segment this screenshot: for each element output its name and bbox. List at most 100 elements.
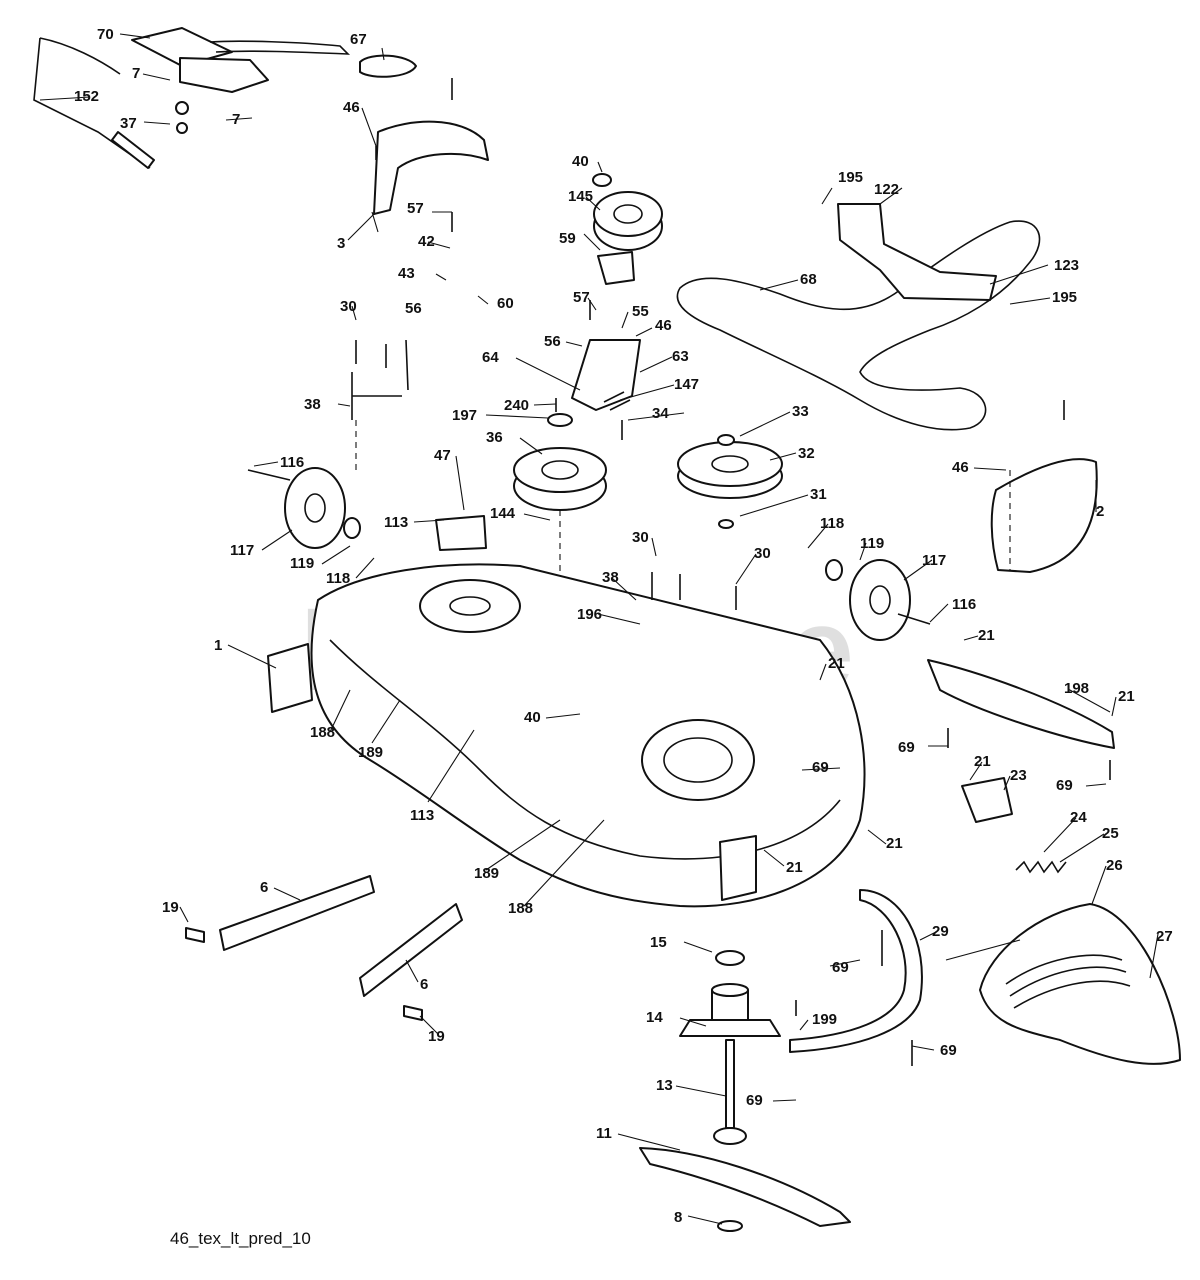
spindle-housing-14: [679, 983, 781, 1037]
callout-label: 24: [1070, 809, 1087, 826]
callout-label: 19: [162, 899, 179, 916]
callout-label: 119: [860, 535, 884, 552]
callout-label: 15: [650, 934, 667, 951]
callout-label: 197: [452, 407, 477, 424]
drive-pulley-36: [513, 413, 607, 511]
callout-label: 60: [497, 295, 514, 312]
belt-cover-2: [990, 458, 1098, 573]
callout-label: 40: [572, 153, 589, 170]
callout-label: 119: [290, 555, 314, 572]
callout-label: 198: [1064, 680, 1089, 697]
callout-label: 57: [407, 200, 424, 217]
callout-label: 69: [898, 739, 915, 756]
callout-label: 69: [832, 959, 849, 976]
callout-label: 6: [260, 879, 268, 896]
callout-label: 23: [1010, 767, 1027, 784]
callout-label: 195: [838, 169, 863, 186]
callout-label: 13: [656, 1077, 673, 1094]
callout-label: 7: [132, 65, 140, 82]
gauge-wheel-117-left: [247, 467, 361, 549]
callout-label: 40: [524, 709, 541, 726]
callout-label: 189: [358, 744, 383, 761]
callout-label: 113: [410, 807, 434, 824]
deck-stabilizer-199: [789, 889, 923, 1053]
idler-pulley-145: [592, 173, 663, 251]
mower-deck-1: [267, 563, 866, 908]
callout-label: 69: [940, 1042, 957, 1059]
callout-label: 38: [602, 569, 619, 586]
callout-label: 188: [310, 724, 335, 741]
callout-label: 55: [632, 303, 649, 320]
callout-label: 7: [232, 111, 240, 128]
callout-label: 26: [1106, 857, 1123, 874]
callout-label: 195: [1052, 289, 1077, 306]
bearing-15: [715, 950, 745, 966]
callout-label: 199: [812, 1011, 837, 1028]
callout-label: 145: [568, 188, 593, 205]
callout-label: 116: [280, 454, 304, 471]
callout-label: 25: [1102, 825, 1119, 842]
callout-label: 14: [646, 1009, 663, 1026]
callout-label: 117: [230, 542, 254, 559]
callout-label: 59: [559, 230, 576, 247]
callout-label: 37: [120, 115, 137, 132]
callout-label: 19: [428, 1028, 445, 1045]
callout-label: 8: [674, 1209, 682, 1226]
callout-label: 69: [746, 1092, 763, 1109]
callout-label: 152: [74, 88, 99, 105]
callout-label: 2: [1096, 503, 1104, 520]
callout-label: 117: [922, 552, 946, 569]
spindle-shaft-13: [725, 1039, 735, 1129]
callout-label: 240: [504, 397, 529, 414]
callout-label: 6: [420, 976, 428, 993]
callout-label: 57: [573, 289, 590, 306]
gauge-wheel-117-right: [825, 559, 931, 641]
callout-label: 21: [786, 859, 803, 876]
callout-label: 196: [577, 606, 602, 623]
callout-label: 21: [1118, 688, 1135, 705]
hanger-bracket-6-lower: [359, 903, 463, 997]
callout-label: 67: [350, 31, 367, 48]
callout-label: 70: [97, 26, 114, 43]
callout-label: 21: [974, 753, 991, 770]
callout-label: 188: [508, 900, 533, 917]
mower-blade-11: [639, 1147, 851, 1227]
callout-label: 68: [800, 271, 817, 288]
callout-label: 34: [652, 405, 669, 422]
callout-label: 118: [326, 570, 350, 587]
lift-handle-assembly: [33, 27, 417, 169]
fasteners: [355, 78, 1111, 1066]
callout-label: 42: [418, 233, 435, 250]
callout-label: 31: [810, 486, 827, 503]
callout-label: 69: [1056, 777, 1073, 794]
callout-label: 21: [978, 627, 995, 644]
blade-bolt-8: [717, 1220, 743, 1232]
callout-label: 30: [632, 529, 649, 546]
callout-label: 43: [398, 265, 415, 282]
belt-guide-122: [837, 203, 997, 301]
belt-shield-part-3: [373, 120, 489, 215]
idler-bracket-59: [597, 251, 635, 285]
callout-label: 30: [754, 545, 771, 562]
callout-label: 113: [384, 514, 408, 531]
callout-label: 1: [214, 637, 222, 654]
callout-label: 38: [304, 396, 321, 413]
callout-label: 36: [486, 429, 503, 446]
callout-label: 21: [886, 835, 903, 852]
callout-label: 46: [952, 459, 969, 476]
callout-label: 63: [672, 348, 689, 365]
idler-arm-63: [571, 339, 641, 411]
callout-labels: 70 67 7 152 37 7 46 3 40 145 195 122 57 …: [74, 26, 1173, 1226]
callout-label: 189: [474, 865, 499, 882]
callout-label: 33: [792, 403, 809, 420]
callout-label: 27: [1156, 928, 1173, 945]
spindle-pulley-32: [677, 434, 783, 529]
hanger-bracket-6-upper: [219, 875, 375, 951]
callout-label: 3: [337, 235, 345, 252]
callout-label: 56: [405, 300, 422, 317]
callout-label: 147: [674, 376, 699, 393]
chute-bracket-23: [961, 777, 1013, 823]
deck-lift-link-38-left: [351, 339, 409, 420]
callout-label: 21: [828, 655, 845, 672]
